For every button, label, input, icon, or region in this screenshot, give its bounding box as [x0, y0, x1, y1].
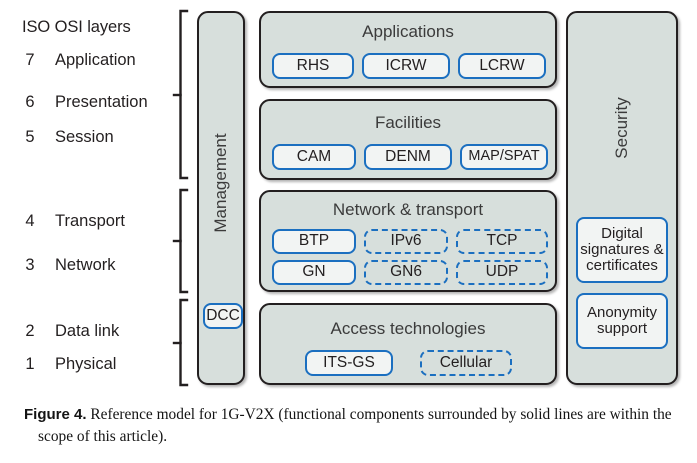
figure-caption-text: Reference model for 1G-V2X (functional c…	[38, 406, 672, 445]
security-column: Security Digital signatures & certificat…	[566, 11, 678, 385]
network-item-tcp[interactable]: TCP	[456, 229, 548, 254]
access-item-its-gs[interactable]: ITS-GS	[305, 350, 393, 376]
security-item-digital-signatures[interactable]: Digital signatures & certificates	[576, 217, 668, 283]
osi-layer-name-5: Session	[55, 128, 114, 146]
osi-layer-name-6: Presentation	[55, 93, 148, 111]
access-item-cellular[interactable]: Cellular	[420, 350, 512, 376]
osi-layer-number-7: 7	[25, 51, 35, 69]
osi-layer-name-1: Physical	[55, 355, 117, 373]
osi-layer-name-3: Network	[55, 256, 116, 274]
panel-access-technologies-title: Access technologies	[330, 319, 486, 338]
facilities-item-map-spat[interactable]: MAP/SPAT	[460, 144, 548, 170]
osi-layer-number-4: 4	[25, 212, 35, 230]
applications-item-lcrw[interactable]: LCRW	[458, 53, 546, 79]
osi-layer-name-4: Transport	[55, 212, 125, 230]
figure-caption-label: Figure 4.	[24, 406, 87, 423]
osi-layer-number-1: 1	[25, 355, 35, 373]
panel-applications-title: Applications	[362, 22, 454, 41]
security-column-title: Security	[612, 96, 631, 159]
management-column: Management DCC	[197, 11, 245, 385]
osi-layer-number-6: 6	[25, 93, 35, 111]
facilities-item-cam[interactable]: CAM	[272, 144, 356, 170]
security-item-anonymity-support[interactable]: Anonymity support	[576, 293, 668, 349]
osi-layer-number-5: 5	[25, 128, 35, 146]
panel-facilities: Facilities CAM DENM MAP/SPAT	[259, 99, 557, 180]
management-item-dcc[interactable]: DCC	[203, 303, 243, 329]
network-item-ipv6[interactable]: IPv6	[364, 229, 448, 254]
network-item-udp[interactable]: UDP	[456, 260, 548, 285]
network-item-gn[interactable]: GN	[272, 260, 356, 285]
osi-layer-number-2: 2	[25, 322, 35, 340]
management-column-title: Management	[211, 133, 230, 233]
osi-layer-name-2: Data link	[55, 322, 120, 340]
panel-applications: Applications RHS ICRW LCRW	[259, 11, 557, 88]
panel-network-transport-title: Network & transport	[332, 200, 484, 219]
figure-caption: Figure 4. Reference model for 1G-V2X (fu…	[24, 404, 693, 448]
panel-network-transport: Network & transport BTP IPv6 TCP GN GN6 …	[259, 190, 557, 292]
facilities-item-denm[interactable]: DENM	[364, 144, 452, 170]
panel-facilities-title: Facilities	[374, 113, 442, 132]
osi-layer-number-3: 3	[25, 256, 35, 274]
osi-layers-heading: ISO OSI layers	[22, 18, 131, 36]
applications-item-icrw[interactable]: ICRW	[362, 53, 450, 79]
network-item-gn6[interactable]: GN6	[364, 260, 448, 285]
applications-item-rhs[interactable]: RHS	[272, 53, 354, 79]
network-item-btp[interactable]: BTP	[272, 229, 356, 254]
panel-access-technologies: Access technologies ITS-GS Cellular	[259, 303, 557, 385]
osi-layer-name-7: Application	[55, 51, 136, 69]
